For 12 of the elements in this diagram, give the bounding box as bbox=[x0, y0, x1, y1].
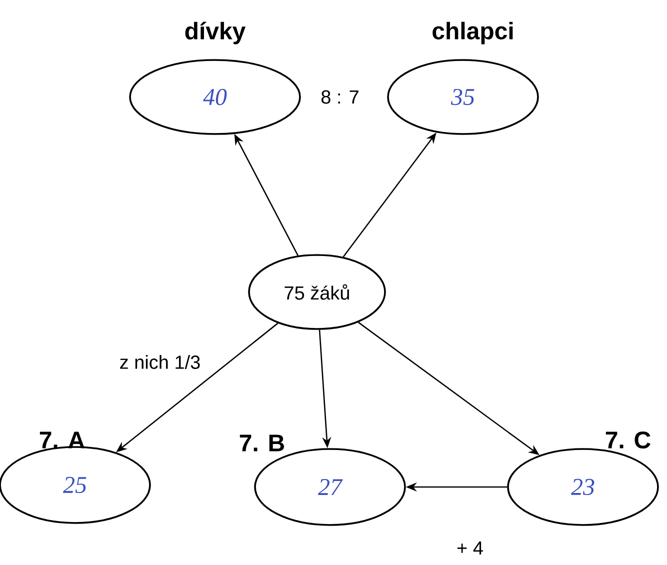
ellipse-node: 75 žáků bbox=[248, 254, 386, 330]
node-label: 7. B bbox=[240, 434, 284, 452]
ellipse-node: 35 chlapci bbox=[387, 22, 539, 135]
ellipse-node: 40 dívky bbox=[129, 22, 301, 135]
node-label: 7. C bbox=[606, 432, 650, 448]
ellipse-node: 27 7. B bbox=[240, 434, 406, 526]
edge-label: z nich 1/3 bbox=[117, 353, 203, 371]
ratio-label: 8 : 7 bbox=[321, 90, 358, 104]
edge-label: + 4 bbox=[454, 539, 486, 557]
node-label: chlapci bbox=[432, 22, 513, 44]
node-label: dívky bbox=[185, 22, 246, 44]
ellipse-node: 23 7. C bbox=[507, 432, 659, 526]
